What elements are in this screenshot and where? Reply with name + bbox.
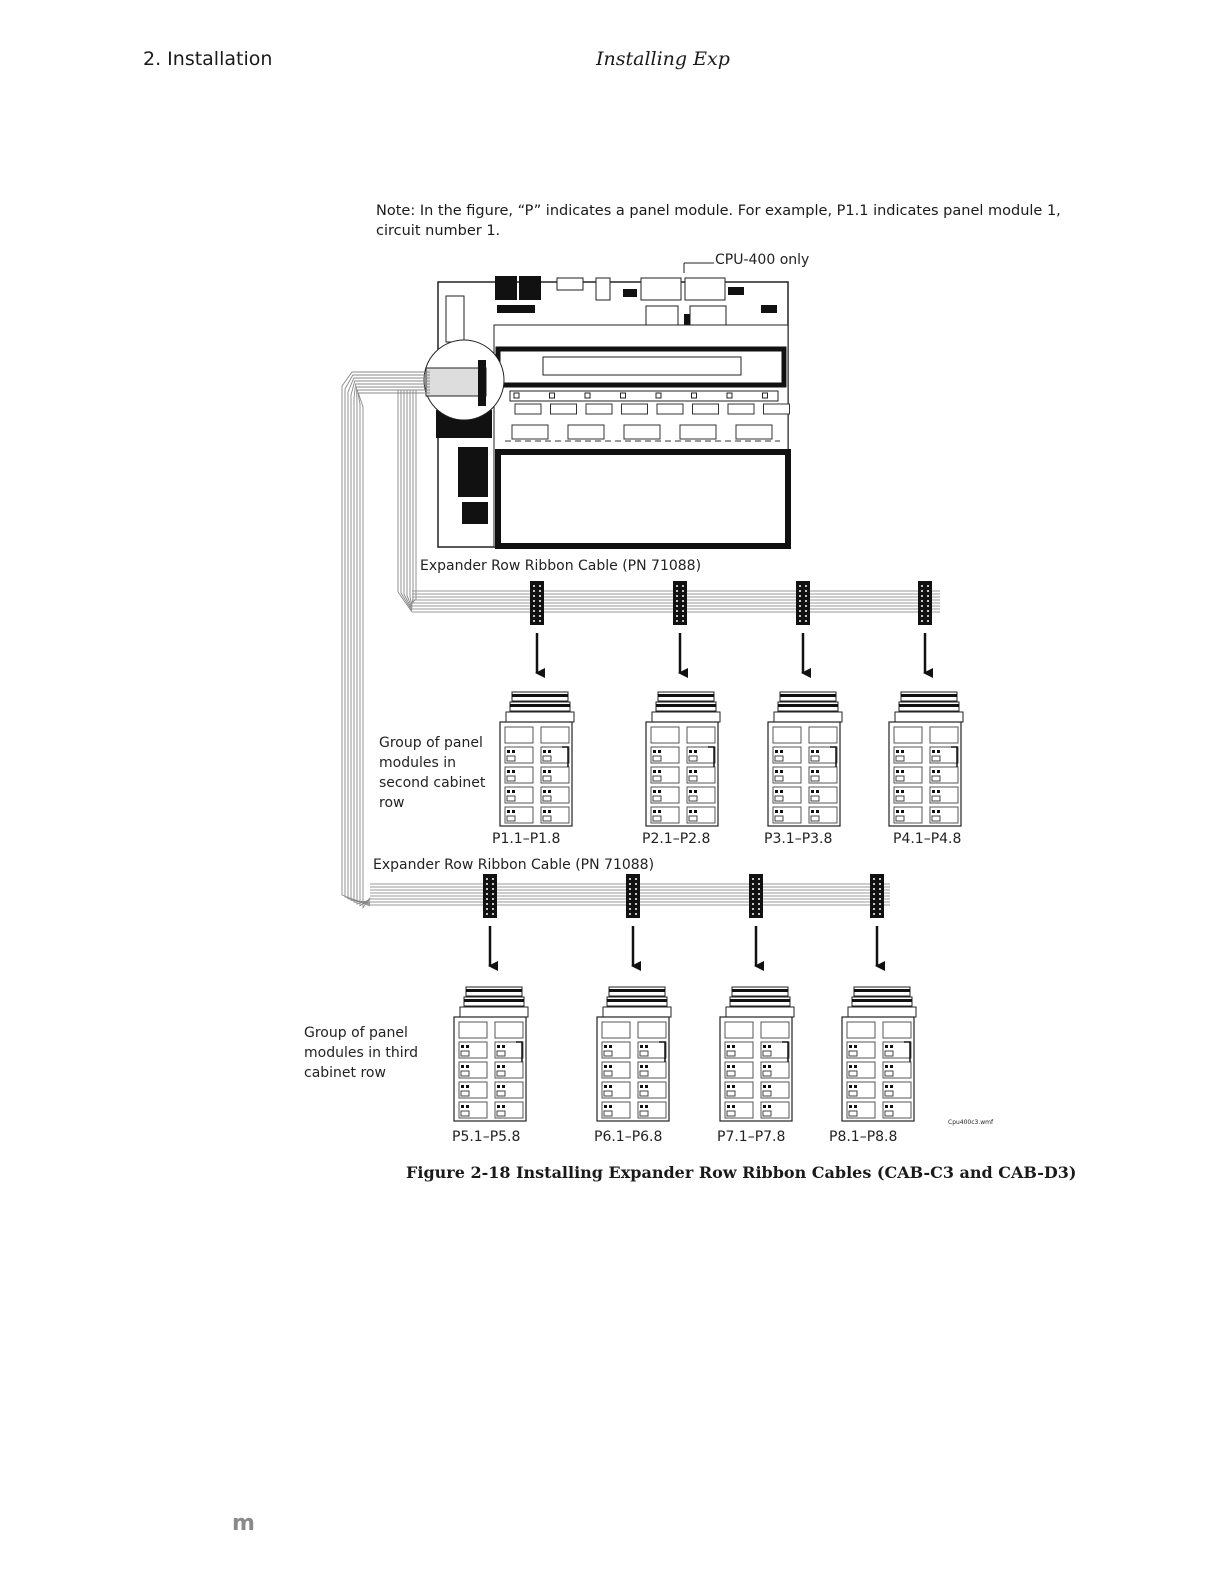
panel-module [645,691,721,827]
ribbon-connector [626,874,640,918]
module-label-p2: P2.1–P2.8 [642,831,710,847]
panel-module [453,986,529,1122]
figure-note: Note: In the figure, “P” indicates a pan… [376,203,1061,239]
header-section: 2. Installation [143,48,273,70]
module-label-p1: P1.1–P1.8 [492,831,560,847]
cpu-board [423,276,791,549]
ribbon-connector [483,874,497,918]
ribbon-cable-row-3 [370,874,890,971]
cable-label-row-2: Expander Row Ribbon Cable (PN 71088) [420,558,701,574]
ribbon-connector [530,581,544,625]
header-chapter: Installing Exp [596,48,730,70]
panel-modules-row-2 [499,691,964,827]
ribbon-connector [749,874,763,918]
panel-module [719,986,795,1122]
panel-modules-row-3 [453,986,917,1122]
panel-module [767,691,843,827]
cpu-only-label: CPU-400 only [715,252,809,268]
panel-module [888,691,964,827]
cable-label-row-3: Expander Row Ribbon Cable (PN 71088) [373,857,654,873]
ribbon-connector [673,581,687,625]
module-label-p7: P7.1–P7.8 [717,1129,785,1145]
module-label-p8: P8.1–P8.8 [829,1129,897,1145]
group-label-third-row: Group of panel modules in third cabinet … [304,1025,423,1081]
file-tag: Cpu400c3.wmf [948,1119,994,1126]
module-label-p5: P5.1–P5.8 [452,1129,520,1145]
panel-module [499,691,575,827]
group-label-second-row: Group of panel modules in second cabinet… [379,735,490,811]
ribbon-cable-row-2 [412,581,940,678]
ribbon-connector [796,581,810,625]
ribbon-connector [870,874,884,918]
module-label-p4: P4.1–P4.8 [893,831,961,847]
figure-caption: Figure 2-18 Installing Expander Row Ribb… [406,1163,1077,1182]
ribbon-connector [918,581,932,625]
panel-module [596,986,672,1122]
module-label-p3: P3.1–P3.8 [764,831,832,847]
module-label-p6: P6.1–P6.8 [594,1129,662,1145]
panel-module [841,986,917,1122]
footer-mark: m [232,1511,255,1536]
ribbon-bundle-vertical [341,371,430,910]
